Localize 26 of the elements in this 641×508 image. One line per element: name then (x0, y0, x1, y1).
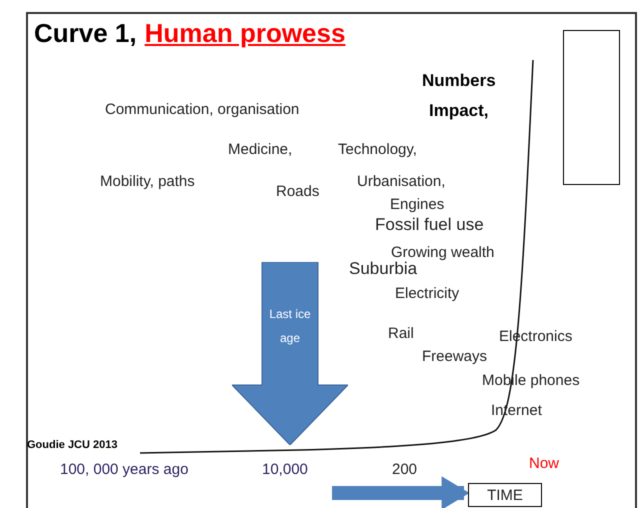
text-label: Suburbia (349, 260, 418, 277)
block-arrow (332, 476, 470, 508)
text-label: Fossil fuel use (375, 216, 484, 233)
down-block-arrow (232, 262, 348, 445)
time-box: TIME (468, 483, 542, 507)
title: Curve 1, (34, 20, 137, 46)
text-label: 10,000 (262, 462, 308, 477)
text-label: Technology, (338, 142, 417, 157)
text-label: Mobility, paths (100, 174, 195, 189)
text-label: Impact, (429, 102, 489, 119)
text-label: Medicine, (228, 142, 292, 157)
subtitle: Human prowess (144, 20, 346, 46)
arrow-label: Last ice age (268, 306, 312, 347)
text-label: Engines (390, 197, 444, 212)
empty-box (563, 30, 620, 185)
text-label: Freeways (422, 349, 488, 364)
text-label: Now (529, 456, 560, 471)
text-label: Roads (276, 184, 320, 199)
text-label: Urbanisation, (357, 174, 446, 189)
text-label: 100, 000 years ago (60, 462, 188, 477)
text-label: Communication, organisation (105, 102, 300, 117)
text-label: Numbers (422, 72, 496, 89)
text-label: 200 (392, 462, 418, 477)
text-label: Rail (388, 326, 414, 341)
text-label: Growing wealth (391, 245, 494, 260)
text-label: Electricity (395, 286, 460, 301)
